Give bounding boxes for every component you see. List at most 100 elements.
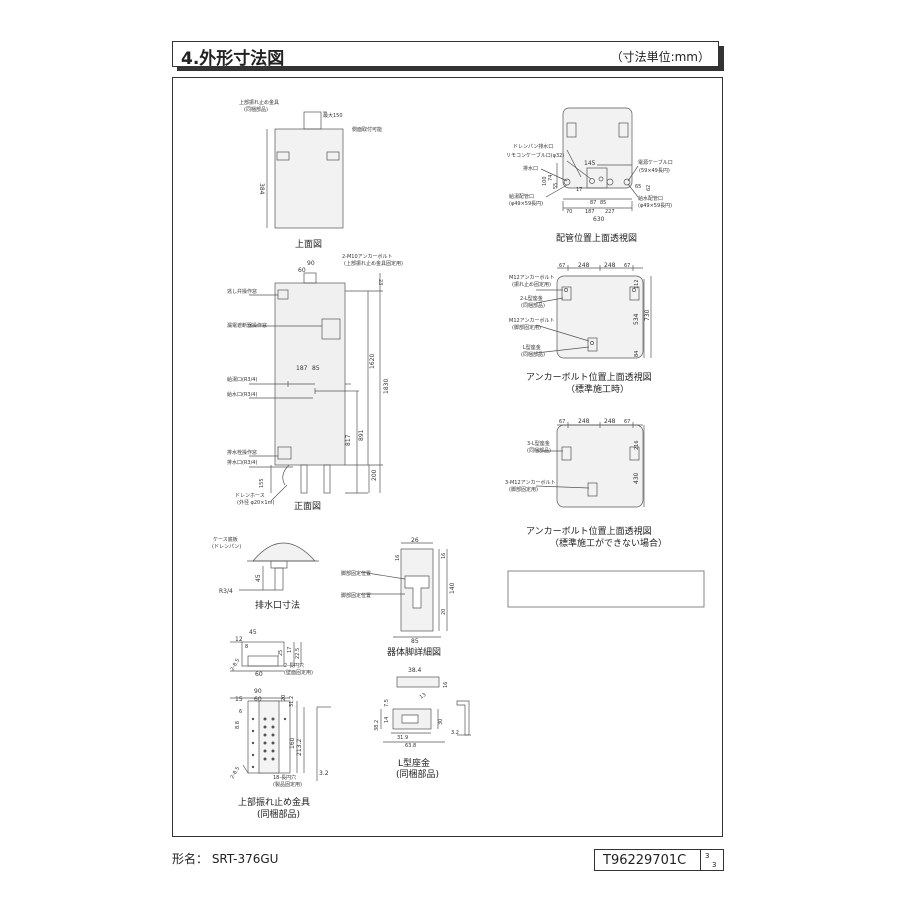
foot-d85: 85 <box>411 638 419 645</box>
pipe-power-sub: (59×49長円) <box>639 168 670 174</box>
br-d60: 60 <box>255 671 263 678</box>
br-d285b: 2-8.5 <box>230 766 242 780</box>
front-d23: 23 <box>377 279 383 285</box>
br-d25: 25 <box>278 650 284 656</box>
page-number: 3 <box>705 852 710 860</box>
front-inlet-label: 給水口(R3/4) <box>227 391 257 398</box>
pipe-d55: 55 <box>553 183 559 189</box>
pipe-power: 電源ケーブル口 <box>638 159 673 166</box>
front-d891: 891 <box>358 429 365 441</box>
section-header: 4.外形寸法図 （寸法単位:mm） <box>172 41 719 69</box>
ancn-l3: 3-L型座金 <box>527 440 550 447</box>
lp-d75: 7.5 <box>384 699 390 707</box>
bracket-caption-sub: (同梱部品) <box>257 808 300 820</box>
br-d15: 15 <box>235 696 243 703</box>
front-drain-label: 排水口(R3/4) <box>227 459 257 466</box>
pipe-d630: 630 <box>593 216 605 223</box>
pipe-drain-pan: ドレンパン排水口 <box>513 143 553 150</box>
pipe-d227: 227 <box>605 209 615 215</box>
anc-d112: 112 <box>634 279 640 289</box>
anc-d67a: 67 <box>559 263 565 269</box>
model-name: 形名： SRT-376GU <box>172 852 279 866</box>
foot-detail-caption: 器体脚詳細図 <box>387 646 441 658</box>
lp-d16: 16 <box>443 682 449 688</box>
ancn-d67b: 67 <box>624 419 630 425</box>
note-box <box>507 570 705 608</box>
drain-case-sub: (ドレンパン) <box>212 544 241 550</box>
anc-d248a: 248 <box>578 262 590 269</box>
dimension-drawing: 上部振れ止め金具 (同梱部品) 最大150 側面取付可能 384 上面図 2-M… <box>212 99 705 820</box>
drawing-frame: 上部振れ止め金具 (同梱部品) 最大150 側面取付可能 384 上面図 2-M… <box>172 77 723 837</box>
pipe-supply: 給湯配管口 <box>509 193 534 200</box>
ancn-l3-sub: (同梱部品) <box>527 447 551 454</box>
pipe-inlet: 給水配管口 <box>638 195 663 202</box>
foot-d16a: 16 <box>395 555 401 561</box>
lp-d13: 13 <box>419 692 428 701</box>
top-depth-label: 384 <box>258 183 265 195</box>
anc-d534: 534 <box>633 313 640 325</box>
bracket-holes <box>251 717 287 769</box>
foot-d16b: 16 <box>441 553 447 559</box>
drain-r34: R3/4 <box>219 588 233 595</box>
anchor-std-caption-sub: （標準施工時） <box>566 383 629 395</box>
anc-m12-top: M12アンカーボルト <box>509 274 554 281</box>
pipe-d85: 85 <box>600 200 606 206</box>
bracket-detail-small <box>230 641 302 672</box>
front-d90: 90 <box>307 260 315 267</box>
front-d155: 155 <box>259 478 265 488</box>
br-slot18-sub: (製品固定用) <box>273 781 302 788</box>
lp-d30: 30 <box>438 719 444 725</box>
br-d32: 3.2 <box>319 770 329 777</box>
lplate-caption: L型座金 <box>398 757 430 769</box>
ancn-m12-sub: (脚部固定用) <box>509 486 538 493</box>
anc-d84: 84 <box>634 351 640 357</box>
ancn-d248b: 248 <box>604 418 616 425</box>
l-plate-detail <box>380 676 471 743</box>
front-breaker-label: 漏電遮断器操作窓 <box>227 322 267 329</box>
ancn-d216: 216 <box>634 440 640 450</box>
section-title: 4.外形寸法図 <box>181 49 285 69</box>
drain-detail-caption: 排水口寸法 <box>255 599 300 611</box>
front-d817: 817 <box>345 434 352 446</box>
lplate-caption-sub: (同梱部品) <box>396 768 439 780</box>
pipe-supply-sub: (φ49×59長円) <box>509 201 543 207</box>
pipe-d62: 62 <box>646 185 652 191</box>
front-anchor-sub: (上部振れ止め金具固定用) <box>344 260 403 267</box>
anc-l-plate-sub: (同梱部品) <box>521 302 545 309</box>
foot-d20: 20 <box>441 609 447 615</box>
br-d2132: 213.2 <box>296 739 303 756</box>
front-d60: 60 <box>298 267 306 274</box>
br-slot18: 18-長円穴 <box>273 774 296 781</box>
ancn-d430: 430 <box>633 472 640 484</box>
unit-note: （寸法単位:mm） <box>610 50 710 64</box>
front-anchor-label: 2-M10アンカーボルト <box>342 253 392 260</box>
top-view <box>266 111 344 229</box>
drain-case: ケース底板 <box>213 536 238 543</box>
anchor-nonstd-caption: アンカーボルト位置上面透視図 <box>526 525 652 537</box>
top-bracket-label: 上部振れ止め金具 <box>239 99 279 106</box>
front-d1830: 1830 <box>383 379 390 394</box>
foot-fix2: 脚部固定位置 <box>341 592 371 599</box>
br-r8: 8 <box>245 644 248 650</box>
br-d160: 160 <box>289 737 296 749</box>
anchor-nonstandard-view <box>535 422 645 508</box>
ancn-d67a: 67 <box>559 419 565 425</box>
front-relief-label: 逃し弁操作窓 <box>227 288 257 295</box>
br-d20: 20 <box>281 695 287 701</box>
pipe-d65: 65 <box>635 184 641 190</box>
front-view <box>249 272 383 502</box>
anc-m12-top-sub: (振れ止め固定用) <box>512 281 551 288</box>
foot-d140: 140 <box>449 582 456 594</box>
anchor-std-caption: アンカーボルト位置上面透視図 <box>526 371 652 383</box>
br-d12: 12 <box>235 636 243 643</box>
anc-d248b: 248 <box>604 262 616 269</box>
drain-d45: 45 <box>255 574 262 582</box>
foot-fix1: 脚部固定位置 <box>341 570 371 577</box>
br-d312: 31.2 <box>289 696 295 707</box>
lp-d638: 63.8 <box>405 743 416 749</box>
drawing-number: T96229701C <box>603 853 687 868</box>
lp-d382: 38.2 <box>374 720 380 731</box>
br-slot2: 2-長円穴 <box>284 662 304 669</box>
bracket-caption: 上部振れ止め金具 <box>238 796 310 808</box>
drawing-number-divider <box>700 850 701 870</box>
